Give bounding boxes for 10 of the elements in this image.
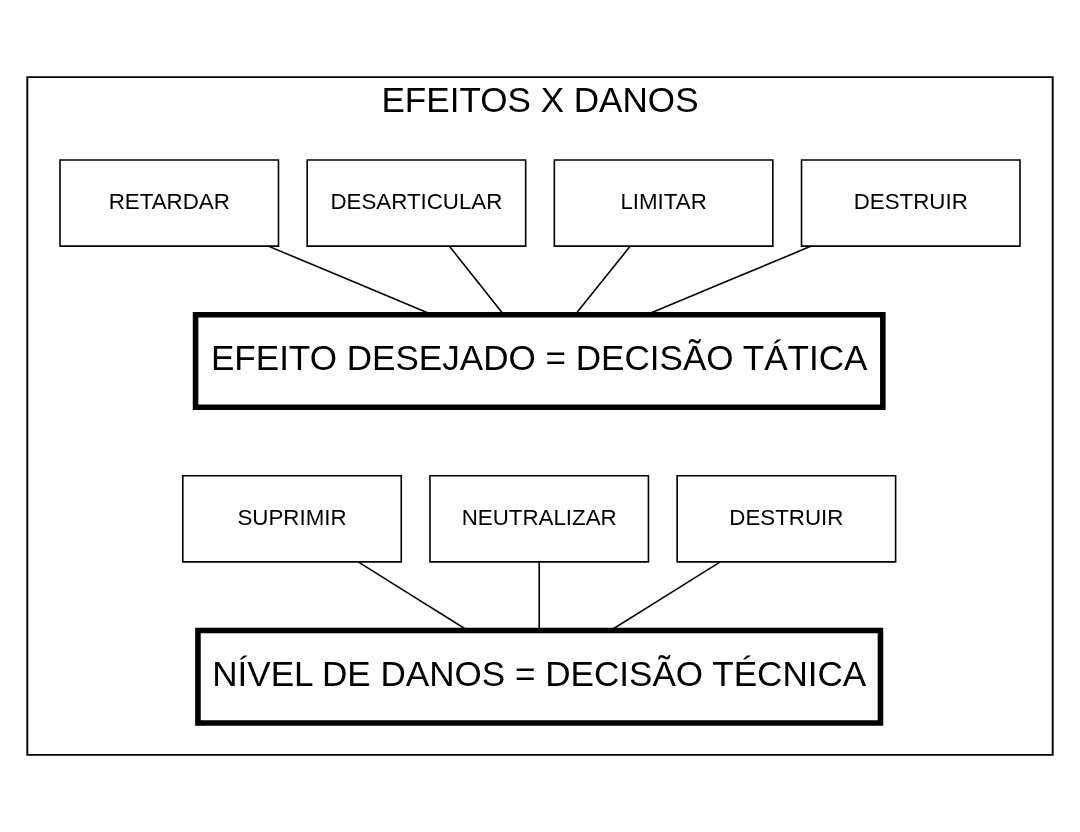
connector [538, 561, 540, 631]
node-box: DESTRUIR [800, 159, 1021, 247]
node-box: DESARTICULAR [306, 159, 527, 247]
node-box: DESTRUIR [676, 475, 897, 563]
node-box: NEUTRALIZAR [429, 475, 650, 563]
node-box: NÍVEL DE DANOS = DECISÃO TÉCNICA [195, 627, 884, 726]
node-box: RETARDAR [59, 159, 280, 247]
node-box: LIMITAR [553, 159, 774, 247]
node-box: EFEITO DESEJADO = DECISÃO TÁTICA [192, 311, 886, 411]
node-box: SUPRIMIR [182, 475, 403, 563]
